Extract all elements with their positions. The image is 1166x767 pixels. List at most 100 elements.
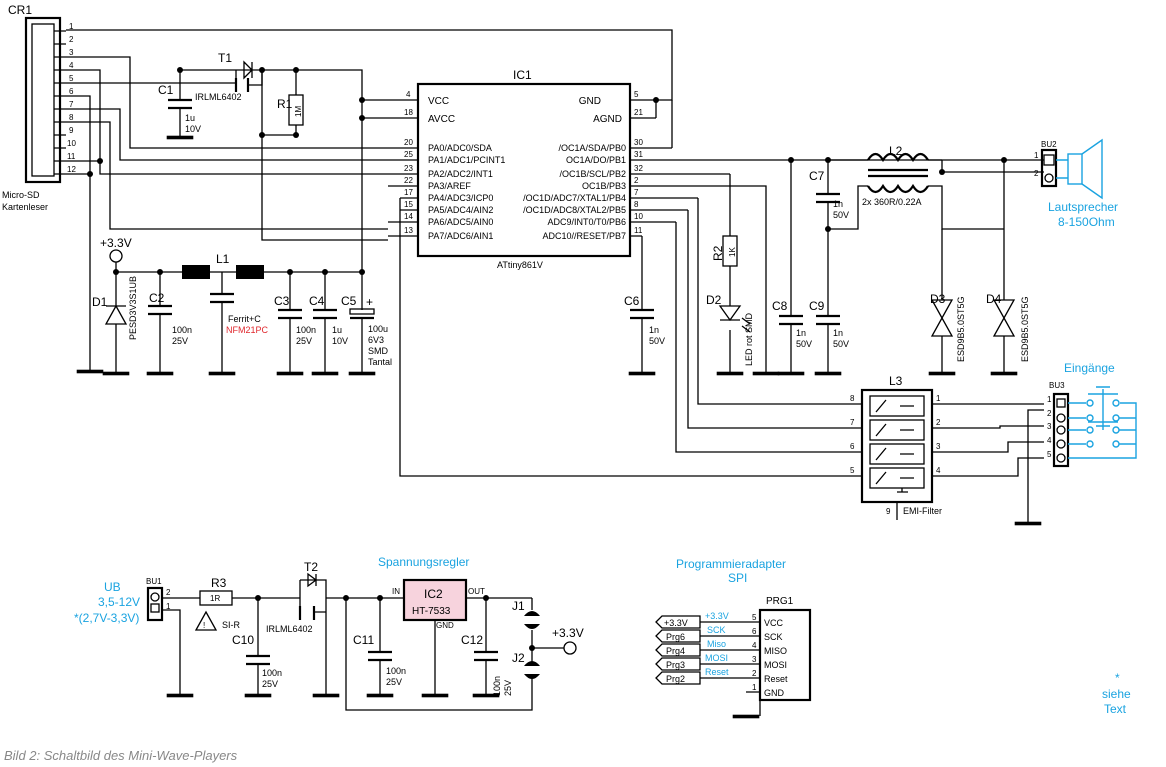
ic1-pin-31: 31 <box>634 150 643 159</box>
t2-ref: T2 <box>304 560 318 574</box>
j1-ref: J1 <box>512 599 525 613</box>
svg-text:1: 1 <box>752 683 757 692</box>
prg1-pin-sck: SCK <box>764 632 783 642</box>
figure-caption: Bild 2: Schaltbild des Mini-Wave-Players <box>4 748 238 763</box>
ic1-pin-32: 32 <box>634 164 643 173</box>
ic1-pin-pb3: OC1B/PB3 <box>582 181 626 191</box>
c12-value-2: 25V <box>503 680 513 696</box>
prg1-sig-vcc: +3.3V <box>705 611 729 621</box>
l3-pin-7: 7 <box>850 418 855 427</box>
prg1-pins: 5 6 4 3 2 1 VCC SCK MISO MOSI Reset GND … <box>700 611 788 716</box>
c6-ref: C6 <box>624 294 640 308</box>
prg1-flag-miso: Prg4 <box>666 646 685 656</box>
c4-value-1: 1u <box>332 325 342 335</box>
cr1-inner <box>31 23 55 177</box>
l3-pin-8: 8 <box>850 394 855 403</box>
speaker-icon <box>1067 138 1103 200</box>
c11-symbol <box>368 650 392 662</box>
ic1-pin-13: 13 <box>404 226 413 235</box>
prg1-pin-vcc: VCC <box>764 618 784 628</box>
l2-ref: L2 <box>889 144 903 158</box>
cr1-pin-4: 4 <box>69 61 74 70</box>
prg1-sig-reset: Reset <box>705 667 729 677</box>
cr1-wires <box>66 56 388 365</box>
l3-body <box>860 388 934 504</box>
ic1-pin-pa0: PA0/ADC0/SDA <box>428 143 492 153</box>
ic1-pin-pb2: /OC1B/SCL/PB2 <box>559 169 626 179</box>
l1-symbol <box>182 265 264 372</box>
cr1-pin-2: 2 <box>69 35 74 44</box>
l2-symbol <box>828 152 1004 230</box>
speaker-label-1: Lautsprecher <box>1048 200 1118 214</box>
d2-symbol <box>718 305 751 333</box>
out-supply-label: +3.3V <box>552 626 584 640</box>
prg1-ref: PRG1 <box>766 596 794 607</box>
ic2-ref: IC2 <box>424 587 443 601</box>
ic1-pin-pb0: /OC1A/SDA/PB0 <box>558 143 626 153</box>
c9-value-2: 50V <box>833 339 849 349</box>
ic1-pin-22: 22 <box>404 176 413 185</box>
prg1-pin-gnd: GND <box>764 688 785 698</box>
ic1-pin-pb1: OC1A/DO/PB1 <box>566 155 626 165</box>
c1-value-1: 1u <box>185 113 195 123</box>
inputs-label: Eingänge <box>1064 361 1115 375</box>
c8-ref: C8 <box>772 299 788 313</box>
ic1-pin-10: 10 <box>634 212 643 221</box>
ic1-pin-25: 25 <box>404 150 413 159</box>
cr1-label-1: Micro-SD <box>2 190 40 200</box>
ic1-pin-vcc: VCC <box>428 96 449 107</box>
ic1-pin-pa7: PA7/ADC6/AIN1 <box>428 231 493 241</box>
bu1-pin-1: 1 <box>166 602 171 611</box>
ic1-pin-4: 4 <box>406 90 411 99</box>
c9-symbol <box>816 314 840 326</box>
c8-symbol <box>779 314 803 326</box>
r3-fuse: SI-R <box>222 620 241 630</box>
prg1-body <box>758 608 812 702</box>
ic1-pin-pa3: PA3/AREF <box>428 181 471 191</box>
ic1-pin-pb6: ADC9/INT0/T0/PB6 <box>547 217 626 227</box>
c8-value-2: 50V <box>796 339 812 349</box>
c3-symbol <box>278 308 302 320</box>
bu3-pin-3: 3 <box>1047 422 1052 431</box>
c7-symbol <box>816 192 840 204</box>
bu3-body <box>1052 392 1070 468</box>
c11-ref: C11 <box>353 633 374 647</box>
cr1-pin-8: 8 <box>69 113 74 122</box>
c2-value-1: 100n <box>172 325 192 335</box>
note-line-2: Text <box>1104 702 1127 716</box>
l3-pin-5: 5 <box>850 466 855 475</box>
ub-label-1: UB <box>104 580 121 594</box>
cr1-ref: CR1 <box>8 3 32 17</box>
c4-ref: C4 <box>309 294 325 308</box>
ic1-pin-30: 30 <box>634 138 643 147</box>
c11-value-2: 25V <box>386 677 402 687</box>
l3-ref: L3 <box>889 374 903 388</box>
c2-symbol <box>148 304 172 316</box>
c12-symbol <box>474 650 498 662</box>
ic1-pin-14: 14 <box>404 212 413 221</box>
c6-value-2: 50V <box>649 336 665 346</box>
ic1-pin-pb7: ADC10//RESET/PB7 <box>542 231 626 241</box>
ic2-part: HT-7533 <box>412 606 451 617</box>
prg1-pin-mosi: MOSI <box>764 660 787 670</box>
j2-ref: J2 <box>512 651 525 665</box>
ic1-pin-17: 17 <box>404 188 413 197</box>
d4-ref: D4 <box>986 292 1002 306</box>
c8-value-1: 1n <box>796 328 806 338</box>
c5-plus: + <box>366 295 373 309</box>
prg1-sig-mosi: MOSI <box>705 653 728 663</box>
c4-symbol <box>313 308 337 320</box>
bu3-pins: 1 2 3 4 5 <box>1047 395 1066 463</box>
bu1-body <box>146 586 164 622</box>
c12-ref: C12 <box>461 633 483 647</box>
ic1-pin-5: 5 <box>634 90 639 99</box>
c1-value-2: 10V <box>185 124 201 134</box>
ic1-ref: IC1 <box>513 68 532 82</box>
l3-pin-4: 4 <box>936 466 941 475</box>
bu2-pin-2: 2 <box>1034 169 1039 178</box>
ic1-pin-2: 2 <box>634 176 639 185</box>
d1-part: PESD3V3S1UB <box>128 276 138 340</box>
cr1-pin-9: 9 <box>69 126 74 135</box>
prg1-flag-sck: Prg6 <box>666 632 685 642</box>
t2-part: IRLML6402 <box>266 624 313 634</box>
